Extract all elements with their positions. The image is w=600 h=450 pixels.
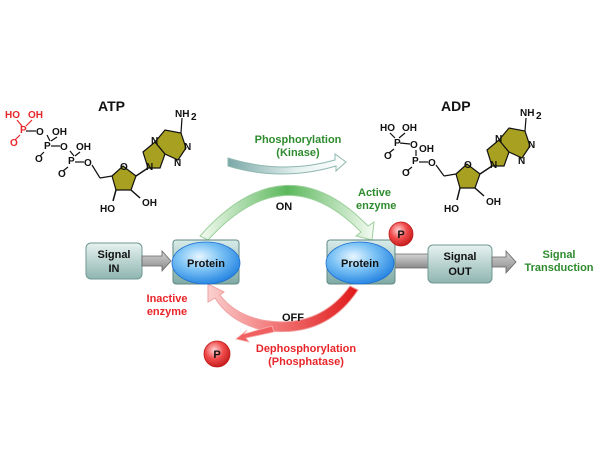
active-enzyme-label-1: Active [358,187,391,199]
svg-text:OH: OH [402,123,417,134]
dephosphorylation-label: Dephosphorylation [256,343,357,355]
svg-text:HO: HO [444,204,459,215]
svg-text:OH: OH [419,144,434,155]
atp-ribose-ring [111,165,137,191]
adp-adenine-base: NH 2 N N N N [486,108,542,171]
svg-text:P: P [412,156,419,167]
svg-text:OH: OH [52,127,67,138]
svg-text:Protein: Protein [187,258,225,270]
on-arrow [199,184,375,241]
svg-text:OH: OH [28,110,43,121]
inactive-enzyme-label-2: enzyme [147,306,187,318]
signal-in-box: Signal IN [85,242,143,280]
svg-text:O: O [120,162,128,173]
signal-transduction-label-1: Signal [542,249,575,261]
svg-text:HO: HO [100,204,115,215]
svg-text:OH: OH [486,197,501,208]
svg-text:P: P [394,138,401,149]
svg-text:HO: HO [380,123,395,134]
atp-molecule: ATP HO OH P O O OH P O O OH P O O [5,98,197,215]
adp-title: ADP [441,98,471,114]
svg-text:N: N [518,156,525,167]
svg-text:P: P [213,349,220,361]
off-arrow [207,283,359,343]
svg-text:P: P [20,125,27,136]
svg-text:N: N [146,162,153,173]
svg-text:O: O [10,138,18,149]
svg-text:IN: IN [109,263,120,275]
signal-out-arrow [491,249,517,275]
svg-text:N: N [528,140,535,151]
svg-text:Signal: Signal [443,251,476,263]
svg-text:P: P [68,156,75,167]
svg-text:Signal: Signal [97,249,130,261]
protein-active: Protein [325,239,396,285]
svg-text:O: O [60,142,68,153]
svg-text:P: P [397,229,404,241]
on-label: ON [276,201,293,213]
svg-text:2: 2 [191,112,197,123]
signal-out-box: Signal OUT [427,244,493,284]
inactive-enzyme-label-1: Inactive [147,293,188,305]
svg-text:O: O [36,127,44,138]
signal-transduction-label-2: Transduction [524,262,593,274]
svg-text:O: O [402,168,410,179]
atp-title: ATP [98,98,125,114]
adp-ribose-ring [455,163,481,189]
off-label: OFF [282,312,304,324]
svg-text:O: O [410,140,418,151]
atp-adenine-base: NH 2 N N N N [142,109,197,173]
atp-terminal-phosphate: HO OH P O [5,110,43,149]
svg-text:O: O [84,158,92,169]
active-enzyme-label-2: enzyme [356,200,396,212]
phosphatase-label: (Phosphatase) [268,356,344,368]
svg-text:N: N [490,160,497,171]
released-phosphate: P [203,340,231,368]
svg-text:O: O [35,154,43,165]
protein-inactive: Protein [171,239,241,285]
svg-text:OH: OH [76,142,91,153]
svg-text:O: O [464,160,472,171]
kinase-arrow [227,153,347,175]
signal-in-arrow [141,249,172,273]
phosphate-badge: P [388,221,414,247]
svg-text:OUT: OUT [448,266,472,278]
svg-text:O: O [428,158,436,169]
phosphorylation-label: Phosphorylation [255,134,342,146]
svg-text:N: N [184,142,191,153]
svg-text:O: O [58,169,66,180]
svg-text:OH: OH [142,198,157,209]
adp-molecule: ADP HO OH P O O OH P O O O HO OH [380,98,542,215]
svg-text:Protein: Protein [341,258,379,270]
kinase-label: (Kinase) [276,147,320,159]
svg-text:HO: HO [5,110,20,121]
svg-text:2: 2 [536,111,542,122]
svg-text:O: O [384,151,392,162]
svg-text:N: N [151,136,158,147]
svg-text:NH: NH [175,109,189,120]
atp-middle-phosphate: O OH P O O OH P O O [35,127,92,180]
svg-text:N: N [495,134,502,145]
svg-text:N: N [174,158,181,169]
svg-text:P: P [44,141,51,152]
svg-text:NH: NH [520,108,534,119]
